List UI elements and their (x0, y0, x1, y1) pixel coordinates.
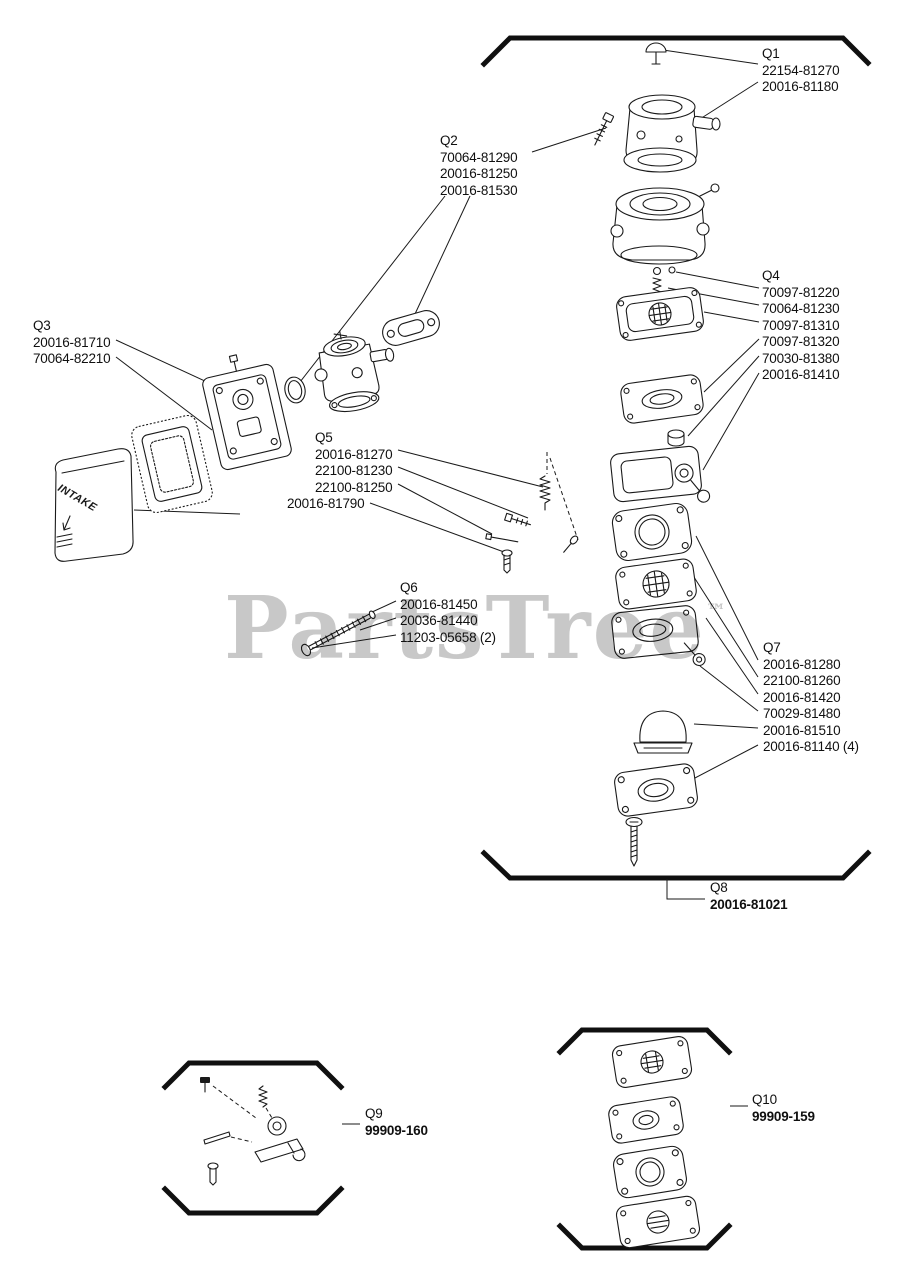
inlet-ball-spring (652, 266, 676, 295)
part-number: 20016-81530 (440, 182, 518, 198)
pump-diaphragm (615, 558, 697, 610)
q9-frame (161, 1060, 345, 1216)
part-number: 20016-81250 (440, 166, 518, 181)
part-number: 20016-81420 (763, 689, 841, 705)
carburetor-body (610, 183, 720, 265)
callout-id: Q4 (762, 268, 780, 283)
callout-q3: Q3 20016-81710 70064-82210 (33, 318, 111, 368)
repair-kit-parts (200, 1077, 306, 1186)
part-number: 20016-81140 (4) (763, 739, 859, 754)
limiter-cap (645, 42, 667, 65)
part-number: 20016-81510 (763, 722, 841, 738)
part-number: 20016-81790 (287, 496, 365, 511)
callout-id: Q7 (763, 640, 781, 655)
callout-id: Q3 (33, 318, 51, 333)
pump-screw (563, 535, 579, 553)
callout-id: Q2 (440, 133, 458, 148)
gasket-kit-parts (608, 1036, 701, 1249)
primer-bulb (633, 710, 693, 754)
part-number: 70064-82210 (33, 351, 111, 366)
callout-q7: Q7 20016-81280 22100-81260 20016-81420 7… (763, 640, 859, 756)
pump-body (610, 445, 711, 503)
needle-jet (485, 533, 519, 543)
part-number: 20016-81180 (762, 79, 839, 94)
callout-q5: Q5 20016-81270 22100-81230 22100-81250 2… (287, 430, 393, 513)
part-number: 11203-05658 (2) (400, 629, 496, 645)
carb-mount-screw (300, 610, 376, 657)
assembly-number: 99909-160 (365, 1122, 428, 1138)
leader-lines (115, 49, 760, 1125)
part-number: 20016-81280 (763, 656, 841, 672)
part-number: 70029-81480 (763, 706, 841, 721)
callout-q6: Q6 20016-81450 20036-81440 11203-05658 (… (400, 580, 496, 646)
callout-q8: Q8 20016-81021 (710, 880, 788, 913)
o-ring (284, 376, 306, 404)
carburetor (314, 330, 395, 413)
callout-q4: Q4 70097-81220 70064-81230 70097-81310 7… (762, 268, 840, 384)
primer-base-gasket (614, 763, 698, 817)
fuel-pump-gasket (611, 502, 693, 562)
air-cleaner-cover: INTAKE (54, 448, 134, 562)
mount-bolt (594, 112, 615, 146)
callout-id: Q1 (762, 46, 780, 61)
part-number: 70064-81290 (440, 149, 518, 165)
idle-spring (539, 475, 551, 511)
part-number: 22100-81260 (763, 673, 841, 688)
part-number: 70030-81380 (762, 350, 840, 366)
air-cleaner-base (202, 354, 292, 471)
part-number: 70097-81320 (762, 334, 840, 349)
callout-q10: Q10 99909-159 (752, 1092, 815, 1125)
part-number: 20016-81450 (400, 596, 478, 612)
air-filter-element (131, 414, 213, 514)
idle-stop-screw (501, 549, 513, 574)
long-screw (625, 816, 643, 867)
callout-q1: Q1 22154-81270 20016-81180 (762, 46, 840, 96)
part-number: 22100-81250 (315, 479, 393, 495)
part-number: 20036-81440 (400, 613, 478, 628)
part-number: 22154-81270 (762, 62, 840, 78)
assembly-number: 20016-81021 (710, 896, 788, 912)
callout-q2: Q2 70064-81290 20016-81250 20016-81530 (440, 133, 518, 199)
part-number: 22100-81230 (315, 463, 393, 478)
part-number: 20016-81410 (762, 367, 840, 382)
grommet (667, 429, 685, 447)
pump-plate (611, 605, 706, 667)
main-frame (480, 35, 872, 881)
part-number: 70064-81230 (762, 301, 840, 316)
metering-diaphragm (620, 374, 704, 424)
q10-frame (556, 1027, 733, 1251)
assembly-number: 99909-159 (752, 1108, 815, 1124)
part-number: 20016-81270 (315, 446, 393, 462)
callout-id: Q10 (752, 1092, 777, 1107)
idle-screw (504, 512, 531, 527)
part-number: 20016-81710 (33, 334, 111, 350)
pump-gasket-screen (616, 287, 704, 341)
pump-cover-assembly (623, 94, 721, 173)
carb-gasket (382, 310, 440, 346)
part-number: 70097-81310 (762, 317, 840, 333)
callout-id: Q8 (710, 880, 728, 895)
callout-id: Q6 (400, 580, 418, 595)
callout-q9: Q9 99909-160 (365, 1106, 428, 1139)
part-number: 70097-81220 (762, 284, 840, 300)
callout-id: Q5 (315, 430, 333, 445)
callout-id: Q9 (365, 1106, 383, 1121)
